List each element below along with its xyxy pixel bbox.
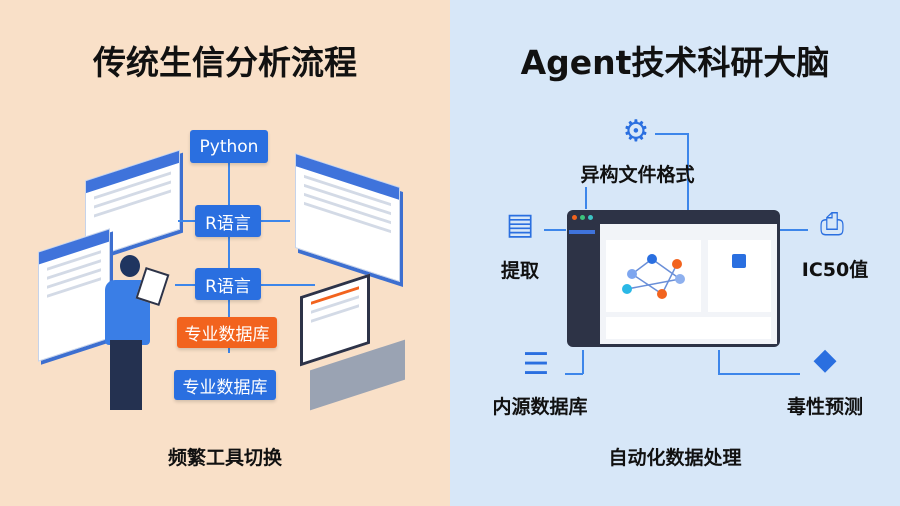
- gear-icon: ⚙: [622, 114, 650, 149]
- person-legs: [110, 340, 142, 410]
- tablet-icon: [135, 266, 170, 307]
- r-language-box: R语言: [195, 268, 261, 300]
- agent-panel: Agent技术科研大脑 ⚙ 异构文件格式 ▤ 提取 ⎙ IC50值 ☰ 内源数据…: [450, 0, 900, 506]
- label-heterogeneous-formats: 异构文件格式: [580, 164, 695, 186]
- app-window: [567, 210, 780, 347]
- layers-icon: ◆: [813, 342, 837, 377]
- browser-window-illustration: [295, 152, 400, 283]
- r-language-box: R语言: [195, 205, 261, 237]
- person-head: [120, 255, 140, 277]
- database-box-highlight: 专业数据库: [177, 317, 277, 348]
- database-chat-icon: ☰: [522, 347, 550, 382]
- right-title: Agent技术科研大脑: [520, 43, 830, 82]
- label-internal-database: 内源数据库: [492, 396, 588, 418]
- left-caption: 频繁工具切换: [167, 447, 282, 469]
- document-icon: ▤: [505, 207, 535, 242]
- label-toxicity-prediction: 毒性预测: [786, 396, 863, 418]
- browser-window-illustration: [38, 228, 110, 362]
- label-ic50: IC50值: [801, 259, 869, 281]
- label-extract: 提取: [500, 260, 539, 282]
- grid-icon: [732, 254, 746, 268]
- laptop-illustration: [300, 273, 370, 367]
- right-caption: 自动化数据处理: [608, 447, 742, 469]
- printer-icon: ⎙: [820, 207, 844, 242]
- network-graph-icon: [622, 254, 685, 299]
- database-box: 专业数据库: [174, 370, 276, 400]
- python-box: Python: [190, 130, 268, 163]
- traditional-panel: 传统生信分析流程 Python R语言 R语言 专业数据库 专业数据库 频繁工具…: [0, 0, 450, 506]
- left-title: 传统生信分析流程: [93, 43, 357, 82]
